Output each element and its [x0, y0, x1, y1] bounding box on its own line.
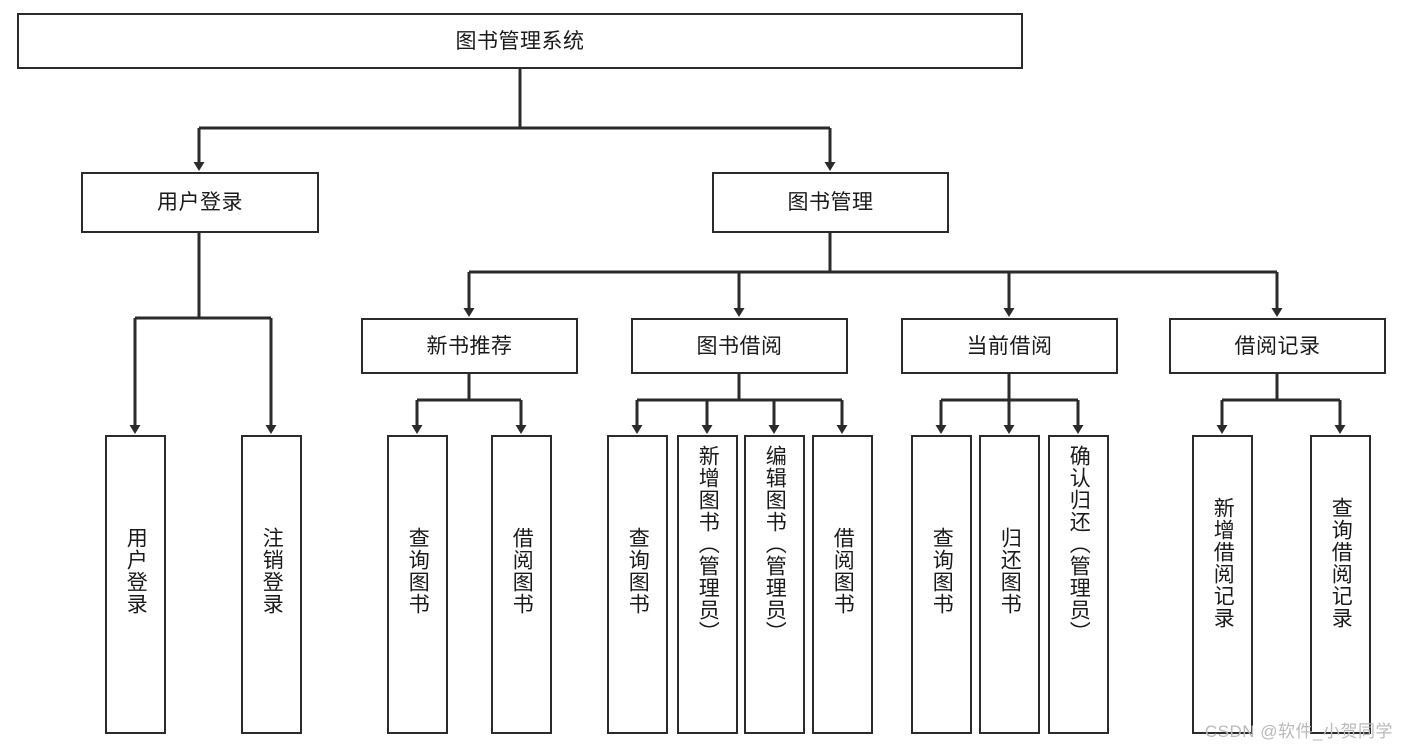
csdn-watermark: CSDN @软件_小贺同学 [1204, 722, 1393, 741]
node-leaf-query-book-recommend[interactable]: 查询图书 [387, 435, 448, 734]
node-leaf-user-login[interactable]: 用户登录 [105, 435, 166, 734]
node-leaf-query-borrow-record[interactable]: 查询借阅记录 [1310, 435, 1371, 734]
node-book-management[interactable]: 图书管理 [712, 172, 949, 233]
node-label: 图书管理 [787, 191, 874, 214]
node-label: 新增图书（管理员） [696, 445, 720, 643]
node-book-borrow[interactable]: 图书借阅 [631, 318, 848, 374]
node-leaf-edit-book-admin[interactable]: 编辑图书（管理员） [744, 435, 805, 734]
node-label: 借阅图书 [831, 527, 855, 615]
node-label: 当前借阅 [966, 334, 1053, 358]
node-label: 注销登录 [260, 527, 284, 615]
node-label: 图书管理系统 [455, 29, 585, 53]
node-label: 确认归还（管理员） [1067, 445, 1091, 643]
node-label: 借阅记录 [1234, 334, 1321, 358]
node-leaf-add-book-admin[interactable]: 新增图书（管理员） [677, 435, 738, 734]
node-leaf-confirm-return-admin[interactable]: 确认归还（管理员） [1048, 435, 1109, 734]
node-leaf-query-book-current[interactable]: 查询图书 [911, 435, 972, 734]
node-user-login[interactable]: 用户登录 [81, 172, 319, 233]
node-leaf-borrow-book[interactable]: 借阅图书 [812, 435, 873, 734]
node-label: 编辑图书（管理员） [763, 445, 787, 643]
node-label: 查询图书 [626, 527, 650, 615]
node-new-book-recommend[interactable]: 新书推荐 [361, 318, 578, 374]
node-label: 新书推荐 [426, 334, 513, 358]
node-leaf-return-book[interactable]: 归还图书 [979, 435, 1040, 734]
node-label: 用户登录 [157, 191, 243, 214]
node-label: 图书借阅 [696, 334, 783, 358]
node-root-book-management-system[interactable]: 图书管理系统 [17, 13, 1023, 69]
node-borrow-record[interactable]: 借阅记录 [1169, 318, 1386, 374]
node-label: 查询借阅记录 [1329, 497, 1353, 629]
node-leaf-query-book-borrow[interactable]: 查询图书 [607, 435, 668, 734]
node-current-borrow[interactable]: 当前借阅 [901, 318, 1118, 374]
node-leaf-logout[interactable]: 注销登录 [241, 435, 302, 734]
node-label: 归还图书 [998, 527, 1022, 615]
node-label: 查询图书 [930, 527, 954, 615]
node-label: 用户登录 [124, 527, 148, 615]
node-label: 借阅图书 [510, 527, 534, 615]
node-label: 新增借阅记录 [1211, 497, 1235, 629]
node-leaf-borrow-book-recommend[interactable]: 借阅图书 [491, 435, 552, 734]
node-leaf-add-borrow-record[interactable]: 新增借阅记录 [1192, 435, 1253, 734]
node-label: 查询图书 [406, 527, 430, 615]
